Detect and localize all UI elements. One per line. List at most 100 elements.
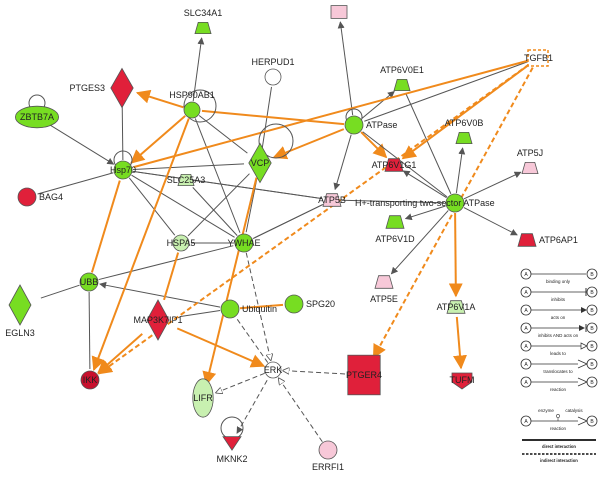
node-label-mknk2: MKNK2 — [216, 454, 247, 464]
svg-text:enzyme: enzyme — [538, 408, 554, 413]
node-bag4[interactable]: BAG4 — [17, 187, 63, 207]
node-atp1b1[interactable]: ATP1B1 — [323, 0, 356, 19]
node-label-spg20: SPG20 — [306, 299, 335, 309]
node-ubiquitin[interactable]: Ubiquitin — [220, 299, 277, 319]
svg-text:B: B — [590, 362, 594, 368]
legend-enzyme-catalysis: enzyme catalysis A B reaction — [520, 408, 598, 431]
edge-ubiquitin-ubb — [99, 281, 221, 308]
edge-hplus-atp6v1d — [404, 205, 446, 221]
node-map3k7ip1[interactable]: MAP3K7IP1 — [133, 299, 183, 341]
node-hplus[interactable]: H+-transporting two-sector ATPase — [355, 193, 495, 213]
node-label-tufm: TUFM — [450, 375, 475, 385]
edge-atp6v1a-tufm — [453, 316, 467, 370]
node-label-lifr: LIFR — [193, 393, 213, 403]
node-shape-egln3 — [8, 284, 32, 326]
legend-reaction: A B reaction — [520, 376, 598, 392]
node-label-atp6v1g1: ATP6V1G1 — [372, 160, 417, 170]
svg-text:B: B — [590, 308, 594, 314]
edge-ubb-hsp70 — [90, 180, 121, 273]
node-ptges3[interactable]: PTGES3 — [69, 67, 134, 109]
node-zbtb7a[interactable]: ZBTB7A — [14, 105, 60, 129]
svg-text:A: A — [524, 290, 528, 296]
node-label-ptges3: PTGES3 — [69, 83, 105, 93]
node-atp5j[interactable]: ATP5J — [517, 148, 543, 174]
node-atp6v1d[interactable]: ATP6V1D — [375, 215, 415, 244]
legend: A B binding only A B inhibits A B acts o… — [520, 268, 598, 463]
node-tgfb1[interactable]: TGFB1 — [524, 49, 553, 67]
node-shape-atpase — [344, 115, 364, 135]
node-label-herpud1: HERPUD1 — [251, 57, 294, 67]
node-atp6v0b[interactable]: ATP6V0B — [445, 118, 484, 144]
node-atp6v1a[interactable]: ATP6V1A — [437, 300, 476, 314]
node-label-hsp70: Hsp70 — [110, 165, 136, 175]
svg-text:acts on: acts on — [551, 315, 566, 320]
svg-text:catalysis: catalysis — [565, 408, 583, 413]
node-label-ptger4: PTGER4 — [346, 370, 382, 380]
edge-atpase-hsp90ab1 — [201, 109, 345, 126]
node-shape-atp6ap1 — [517, 233, 537, 247]
edge-hsp70-ptges3 — [121, 103, 124, 161]
node-atp6v0e1[interactable]: ATP6V0E1 — [380, 65, 424, 91]
svg-text:B: B — [590, 419, 594, 425]
node-label-erk: ERK — [264, 365, 283, 375]
node-vcp[interactable]: VCP — [248, 142, 272, 184]
node-ikk[interactable]: IKK — [80, 370, 100, 390]
edge-atpase-atp6v0e1 — [361, 90, 395, 119]
edge-atpase-atp6v1g1 — [360, 131, 388, 159]
svg-text:direct interaction: direct interaction — [542, 444, 576, 449]
node-slc25a3[interactable]: SLC25A3 — [167, 174, 206, 186]
node-shape-hsp90ab1 — [183, 101, 201, 119]
node-atp5e[interactable]: ATP5E — [370, 275, 398, 304]
node-errfi1[interactable]: ERRFI1 — [312, 440, 344, 472]
svg-text:translocates to: translocates to — [543, 369, 573, 374]
svg-text:binding only: binding only — [546, 279, 571, 284]
legend-inhibits: A B inhibits — [520, 286, 598, 302]
edge-tgfb1-ptger4 — [372, 67, 534, 359]
node-egln3[interactable]: EGLN3 — [5, 284, 35, 338]
node-label-zbtb7a: ZBTB7A — [20, 112, 54, 122]
node-tufm[interactable]: TUFM — [450, 372, 475, 390]
edge-hsp90ab1-ywhae — [194, 118, 241, 233]
node-atp6ap1[interactable]: ATP6AP1 — [517, 233, 578, 247]
svg-text:A: A — [524, 308, 528, 314]
node-ywhae[interactable]: YWHAE — [227, 233, 261, 253]
edge-tgfb1-atp6v1g1 — [401, 63, 530, 160]
node-hsp90ab1[interactable]: HSP90AB1 — [169, 90, 215, 119]
node-slc34a1[interactable]: SLC34A1 — [184, 8, 223, 34]
svg-text:B: B — [590, 380, 594, 386]
node-lifr[interactable]: LIFR — [192, 378, 214, 418]
edge-mknk2-erk — [236, 378, 269, 434]
node-ubb[interactable]: UBB — [79, 272, 99, 292]
node-hspa5[interactable]: HSPA5 — [167, 234, 196, 252]
node-label-slc25a3: SLC25A3 — [167, 175, 206, 185]
node-ptger4[interactable]: PTGER4 — [346, 354, 382, 396]
node-erk[interactable]: ERK — [264, 361, 283, 379]
node-shape-atp6v1a — [446, 300, 466, 314]
node-label-hsp90ab1: HSP90AB1 — [169, 90, 215, 100]
node-label-hplus: H+-transporting two-sector ATPase — [355, 198, 495, 208]
edge-zbtb7a-hsp70 — [47, 123, 115, 165]
node-herpud1[interactable]: HERPUD1 — [251, 57, 295, 86]
edge-map3k7ip1-hspa5 — [163, 252, 180, 301]
edge-vcp-lifr — [202, 177, 258, 386]
node-atp6v1g1[interactable]: ATP6V1G1 — [372, 158, 417, 172]
node-atp5b[interactable]: ATP5B — [318, 193, 346, 207]
node-shape-ikk — [80, 370, 100, 390]
node-spg20[interactable]: SPG20 — [284, 294, 335, 314]
svg-text:reaction: reaction — [550, 387, 567, 392]
node-shape-slc34a1 — [194, 22, 212, 34]
node-hsp70[interactable]: Hsp70 — [110, 160, 136, 180]
edge-hsp90ab1-vcp — [198, 115, 248, 154]
node-label-atp5j: ATP5J — [517, 148, 543, 158]
node-mknk2[interactable]: MKNK2 — [216, 436, 248, 464]
node-label-atp6ap1: ATP6AP1 — [539, 235, 578, 245]
node-shape-ptger4 — [347, 354, 381, 396]
svg-text:inhibits AND acts on: inhibits AND acts on — [538, 333, 579, 338]
edge-ubiquitin-spg20 — [239, 303, 284, 310]
node-shape-ptges3 — [110, 67, 134, 109]
node-label-errfi1: ERRFI1 — [312, 462, 344, 472]
edge-hplus-atp6v0e1 — [405, 93, 452, 195]
edge-hsp70-ywhae — [131, 174, 235, 238]
node-label-map3k7ip1: MAP3K7IP1 — [133, 315, 182, 325]
node-atpase[interactable]: ATPase — [344, 115, 397, 135]
